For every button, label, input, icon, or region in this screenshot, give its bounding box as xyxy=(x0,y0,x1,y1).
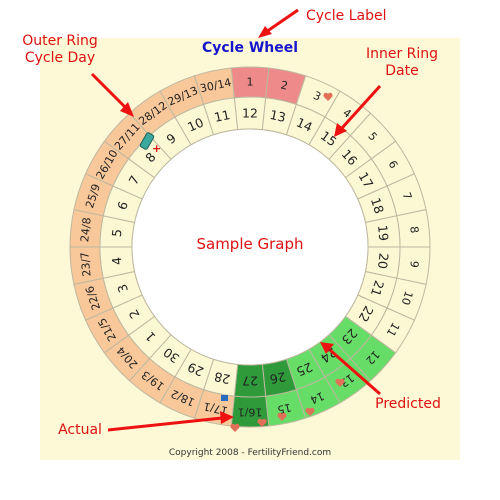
thermometer-icon xyxy=(139,132,155,150)
svg-text:Actual: Actual xyxy=(58,422,102,438)
outer-ring-label: 3 xyxy=(311,89,323,104)
outer-ring-label: 10 xyxy=(399,289,416,306)
chart-marker-icon xyxy=(221,395,228,401)
outer-ring-label: 23/7 xyxy=(78,251,94,277)
heart-icon xyxy=(323,92,333,101)
cross-marker-icon: + xyxy=(152,142,161,155)
inner-ring-label: 19 xyxy=(375,224,392,241)
copyright-text: Copyright 2008 - FertilityFriend.com xyxy=(169,448,331,458)
svg-text:Date: Date xyxy=(385,63,418,79)
inner-ring-label: 12 xyxy=(242,106,258,121)
outer-ring-label: 7 xyxy=(400,191,415,202)
inner-ring-label: 27 xyxy=(242,374,258,389)
heart-icon xyxy=(277,412,287,421)
inner-ring-label: 18 xyxy=(368,196,387,216)
outer-ring-label: 16/1 xyxy=(238,406,263,419)
wheel-center xyxy=(131,128,369,366)
annotation-inner-ring: Inner Ring Date xyxy=(334,46,438,137)
inner-ring-label: 13 xyxy=(269,107,288,125)
outer-ring-label: 1 xyxy=(247,76,254,89)
annotation-outer-ring: Outer Ring Cycle Day xyxy=(22,33,134,117)
inner-ring-label: 28 xyxy=(213,369,232,387)
center-label: Sample Graph xyxy=(196,235,303,253)
svg-text:Predicted: Predicted xyxy=(375,396,441,412)
outer-ring-label: 30/14 xyxy=(199,76,233,95)
outer-ring-label: 2 xyxy=(280,79,290,93)
inner-ring-label: 20 xyxy=(375,252,392,269)
svg-text:Cycle Label: Cycle Label xyxy=(306,8,386,24)
heart-icon xyxy=(230,423,240,432)
inner-ring-label: 17 xyxy=(356,169,377,190)
heart-icon xyxy=(257,418,267,427)
annotation-cycle-label: Cycle Label xyxy=(258,8,386,38)
outer-ring-label: 24/8 xyxy=(78,217,94,243)
inner-ring-label: 5 xyxy=(109,228,125,237)
outer-ring-label: 15 xyxy=(276,401,292,417)
annotation-actual: Actual xyxy=(58,411,234,438)
inner-ring-label: 14 xyxy=(294,114,315,134)
inner-ring-label: 26 xyxy=(268,369,287,387)
annotation-predicted: Predicted xyxy=(320,342,441,412)
inner-ring-label: 29 xyxy=(185,359,206,379)
outer-ring-label: 9 xyxy=(407,260,421,268)
svg-text:Inner Ring: Inner Ring xyxy=(366,46,438,62)
heart-icon xyxy=(305,407,315,416)
inner-ring-label: 21 xyxy=(368,279,387,299)
outer-ring-label: 8 xyxy=(407,226,421,234)
inner-ring-label: 11 xyxy=(213,107,232,125)
outer-ring-label: 14 xyxy=(308,389,326,407)
inner-ring-label: 22 xyxy=(356,303,377,324)
heart-icon xyxy=(335,378,345,387)
inner-ring-label: 10 xyxy=(185,114,206,134)
inner-ring-label: 25 xyxy=(294,359,315,379)
inner-ring-label: 4 xyxy=(109,256,125,266)
svg-text:Outer Ring: Outer Ring xyxy=(22,33,98,49)
outer-ring-label: 11 xyxy=(384,320,402,339)
cycle-title: Cycle Wheel xyxy=(202,40,298,56)
svg-text:Cycle Day: Cycle Day xyxy=(25,50,95,66)
